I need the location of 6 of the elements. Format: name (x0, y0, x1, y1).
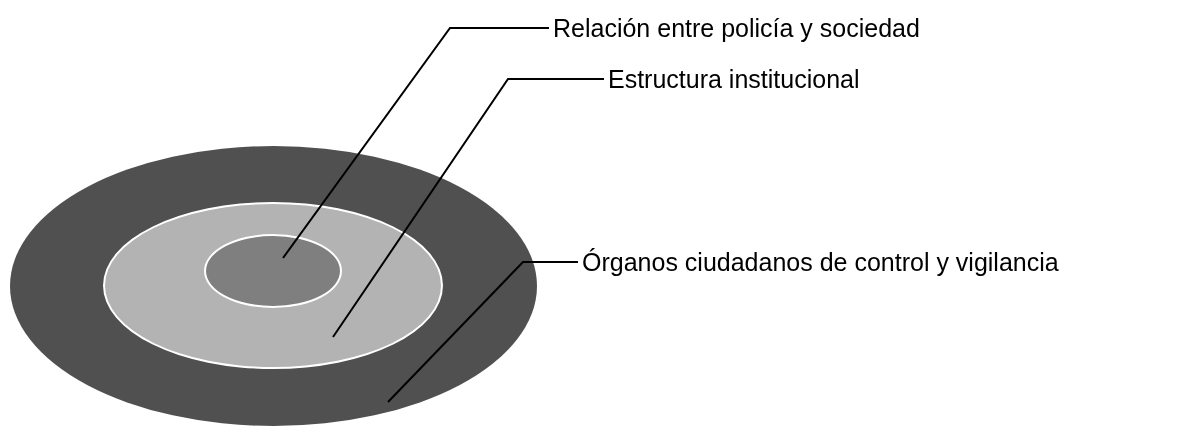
leader-line (387, 261, 579, 403)
callout-label: Órganos ciudadanos de control y vigilancia (582, 247, 1059, 277)
leader-line (332, 78, 605, 338)
callout-label: Estructura institucional (608, 64, 860, 94)
leader-line (282, 27, 550, 259)
callout-label: Relación entre policía y sociedad (553, 13, 920, 43)
